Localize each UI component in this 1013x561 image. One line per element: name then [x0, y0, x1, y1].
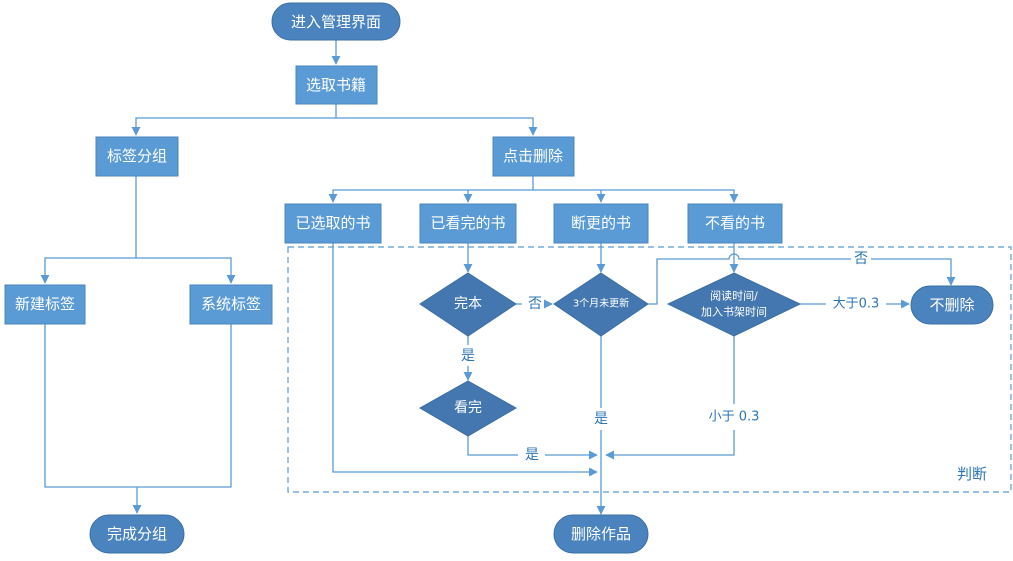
svg-text:标签分组: 标签分组 [107, 147, 167, 165]
judgment-region [287, 246, 1012, 493]
edge-select-split [131, 104, 337, 136]
edge-new-finish [44, 324, 232, 488]
edge-notupdated-nodelete-b [871, 258, 956, 286]
edge-click-split [328, 176, 534, 203]
svg-text:不删除: 不删除 [929, 296, 974, 314]
svg-text:选取书籍: 选取书籍 [306, 76, 366, 94]
decision-not-updated: 3个月未更新 [553, 272, 649, 337]
node-unread-books: 不看的书 [687, 203, 783, 244]
edge-read-merge [467, 436, 518, 456]
edge-label-no-notupdated: 否 [854, 251, 868, 267]
node-finished-books: 已看完的书 [419, 203, 517, 244]
edge-label-yes-completed: 是 [461, 348, 475, 364]
svg-text:断更的书: 断更的书 [571, 214, 631, 232]
svg-text:3个月未更新: 3个月未更新 [573, 297, 629, 310]
node-no-delete: 不删除 [910, 285, 994, 325]
node-finish-group: 完成分组 [89, 514, 185, 554]
edge-tag-new [40, 176, 137, 284]
node-select-books: 选取书籍 [295, 65, 378, 105]
decision-read-time: 阅读时间/ 加入书架时间 [666, 272, 802, 337]
svg-text:进入管理界面: 进入管理界面 [291, 13, 381, 31]
svg-text:系统标签: 系统标签 [201, 295, 261, 313]
svg-text:已选取的书: 已选取的书 [295, 214, 370, 232]
edge-select-click-delete [336, 117, 538, 136]
svg-text:完本: 完本 [454, 296, 482, 312]
decision-read: 看完 [418, 380, 518, 437]
edge-tag-system [136, 257, 236, 284]
edge-label-yes-read: 是 [525, 447, 539, 463]
edge-label-yes-notupdated: 是 [594, 411, 608, 427]
svg-text:新建标签: 新建标签 [15, 295, 75, 313]
svg-text:完成分组: 完成分组 [107, 525, 167, 543]
svg-text:点击删除: 点击删除 [503, 147, 563, 165]
node-start: 进入管理界面 [271, 2, 401, 41]
node-new-tag: 新建标签 [4, 284, 86, 325]
judgment-region-label: 判断 [957, 465, 987, 483]
svg-text:不看的书: 不看的书 [705, 214, 765, 232]
node-selected-books: 已选取的书 [284, 203, 382, 244]
edge-selected-merge [332, 243, 598, 477]
edge-click-unread [533, 189, 739, 203]
edge-label-no-completed: 否 [528, 296, 542, 312]
svg-text:加入书架时间: 加入书架时间 [701, 306, 767, 319]
decision-completed: 完本 [419, 272, 517, 337]
svg-text:已看完的书: 已看完的书 [430, 214, 505, 232]
svg-text:阅读时间/: 阅读时间/ [710, 289, 758, 303]
edge-label-less: 小于 0.3 [709, 410, 760, 425]
svg-text:看完: 看完 [454, 400, 482, 416]
node-discontinued-books: 断更的书 [553, 203, 649, 244]
svg-text:删除作品: 删除作品 [571, 525, 631, 543]
edge-readtime-less-b [605, 430, 735, 460]
edge-label-greater: 大于0.3 [833, 297, 880, 312]
node-system-tag: 系统标签 [189, 284, 273, 325]
node-click-delete: 点击删除 [492, 136, 575, 177]
node-tag-group: 标签分组 [95, 136, 179, 177]
node-delete-works: 删除作品 [553, 514, 649, 554]
edge-notupdated-nodelete [648, 253, 851, 305]
